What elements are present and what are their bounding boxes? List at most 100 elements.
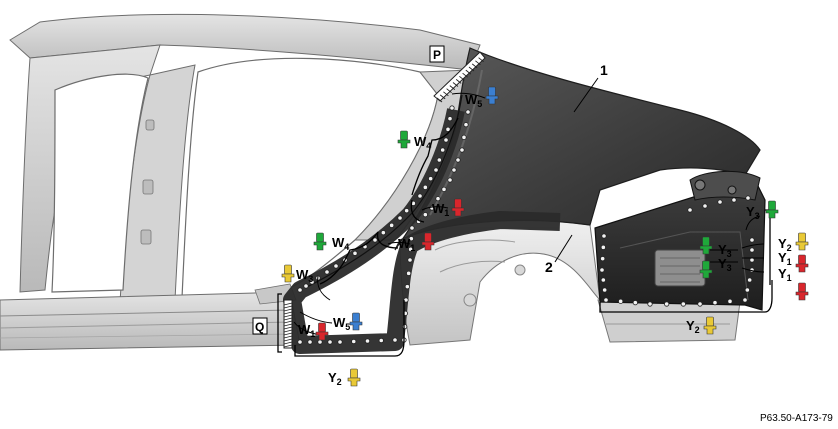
fastener-dot: [417, 193, 423, 199]
fastener-dot: [680, 301, 686, 307]
fastener-letter: W: [432, 201, 445, 216]
fastener-dot: [463, 122, 469, 128]
body-side-frame: [0, 13, 481, 351]
reference-code: P63.50-A173-79: [760, 413, 833, 424]
fastener-dot: [749, 247, 755, 253]
fastener-letter: W: [332, 235, 345, 250]
fastener-subscript: 1: [410, 243, 415, 253]
fastener-label-w4-upper: W4: [414, 134, 431, 151]
fastener-dot: [327, 339, 333, 345]
fastener-dot: [632, 300, 638, 306]
fastener-dot: [731, 197, 737, 203]
fastener-dot: [747, 277, 753, 283]
fastener-subscript: 3: [755, 211, 760, 221]
fastener-dot: [455, 157, 461, 163]
fastener-dot: [389, 222, 395, 228]
fastener-dot: [647, 301, 653, 307]
fastener-dot: [422, 184, 428, 190]
fastener-dot: [618, 298, 624, 304]
fastener-dot: [445, 126, 451, 132]
fastener-dot: [717, 199, 723, 205]
fastener-letter: Y: [778, 236, 787, 251]
box-label-q: Q: [252, 317, 268, 335]
fastener-subscript: 3: [727, 263, 732, 273]
fastener-letter: W: [298, 322, 311, 337]
fastener-dot: [697, 301, 703, 307]
fastener-letter: Y: [718, 256, 727, 271]
callout-part-1: 1: [600, 62, 608, 78]
fastener-dot: [744, 287, 750, 293]
fastener-label-w1-upper: W1: [432, 201, 449, 218]
fastener-dot: [372, 237, 378, 243]
fastener-dot: [601, 233, 607, 239]
fastener-label-w4-lower: W4: [332, 235, 349, 252]
fastener-dot: [337, 339, 343, 345]
fastener-dot: [687, 207, 693, 213]
fastener-subscript: 1: [310, 329, 315, 339]
fastener-subscript: 2: [337, 377, 342, 387]
fastener-label-w1-low: W1: [298, 322, 315, 339]
leader-lines: [293, 77, 765, 336]
fastener-dot: [428, 176, 434, 182]
fastener-label-w5-low: W5: [333, 315, 350, 332]
fastener-subscript: 3: [308, 274, 313, 284]
hatch-strip-p: [433, 51, 486, 103]
push-clip-icon: [795, 232, 809, 251]
fastener-dot: [459, 147, 465, 153]
push-clip-icon: [347, 368, 361, 387]
fastener-subscript: 4: [426, 141, 431, 151]
edge-fasteners: [297, 105, 755, 345]
fastener-dot: [422, 212, 428, 218]
fastener-dot: [599, 267, 605, 273]
fastener-label-y2-right: Y2: [778, 236, 792, 253]
fastener-dot: [407, 257, 413, 263]
fastener-dot: [600, 277, 606, 283]
fastener-dot: [297, 287, 303, 293]
fastener-dot: [352, 250, 358, 256]
fastener-letter: W: [465, 92, 478, 107]
fastener-dot: [712, 300, 718, 306]
fastener-dot: [727, 298, 733, 304]
fastener-dot: [404, 284, 410, 290]
fastener-label-w3: W3: [296, 267, 313, 284]
group-brackets: [277, 117, 773, 357]
fastener-dot: [351, 338, 357, 345]
fastener-label-y3-top: Y3: [746, 204, 760, 221]
push-clip-icon: [349, 312, 363, 331]
fastener-dot: [380, 230, 386, 236]
fastener-dot: [435, 196, 441, 202]
fastener-dot: [702, 203, 708, 209]
fastener-dot: [441, 186, 447, 192]
fastener-dot: [447, 177, 453, 183]
fastener-dot: [317, 339, 323, 345]
fastener-dot: [664, 301, 670, 307]
fastener-subscript: 1: [787, 257, 792, 267]
fastener-dot: [465, 109, 471, 115]
fastener-subscript: 2: [787, 243, 792, 253]
fastener-letter: W: [398, 236, 411, 251]
fastener-dot: [404, 208, 410, 214]
fastener-dot: [324, 269, 330, 275]
fastener-dot: [749, 237, 755, 243]
rear-liner: [594, 170, 766, 311]
fastener-dot: [406, 270, 412, 276]
fastener-dot: [436, 157, 442, 163]
fastener-label-y1-a: Y1: [778, 250, 792, 267]
fastener-dot: [440, 147, 446, 153]
fastener-dot: [364, 338, 371, 344]
fastener-subscript: 5: [477, 99, 482, 109]
fastener-dot: [443, 137, 449, 143]
fastener-dot: [461, 134, 467, 140]
fastener-letter: Y: [686, 318, 695, 333]
fastener-dot: [402, 324, 408, 330]
fastener-dot: [602, 287, 608, 293]
push-clip-icon: [795, 282, 809, 301]
fastener-letter: W: [296, 267, 309, 282]
fastener-letter: W: [333, 315, 346, 330]
fastener-subscript: 5: [345, 322, 350, 332]
box-q-text: Q: [255, 320, 264, 334]
fastener-subscript: 3: [727, 249, 732, 259]
fastener-label-y2-bottom: Y2: [328, 370, 342, 387]
fastener-dot: [297, 339, 303, 345]
